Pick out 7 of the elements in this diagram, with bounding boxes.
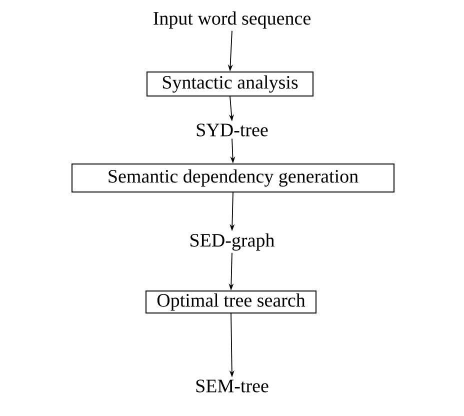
process-box: Semantic dependency generation (72, 164, 394, 192)
text-label: SYD-tree (196, 124, 268, 136)
process-box: Optimal tree search (146, 290, 316, 314)
text-label: SEM-tree (196, 380, 268, 392)
text-label: SED-graph (190, 233, 274, 251)
text-label: Input word sequence (154, 11, 310, 29)
process-box: Syntactic analysis (146, 72, 314, 96)
